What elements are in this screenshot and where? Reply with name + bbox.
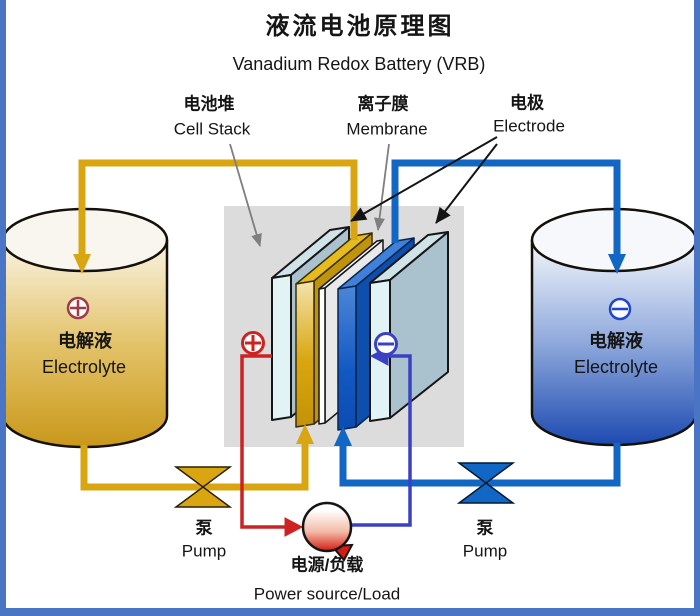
pump-valve-left-icon bbox=[173, 466, 233, 508]
frame-border-left bbox=[0, 0, 6, 616]
end-plate-right bbox=[369, 231, 449, 422]
pipe-negative-loop bbox=[334, 159, 626, 487]
wire-arrow-into-power bbox=[284, 517, 304, 537]
minus-terminal-stack-icon bbox=[374, 332, 398, 356]
cell-stack-label-en: Cell Stack bbox=[173, 119, 251, 139]
pipe-arrow-into-negative-tank bbox=[608, 254, 626, 274]
tank-negative-label-zh: 电解液 bbox=[589, 331, 643, 351]
power-source-label-zh: 电源/负载 bbox=[290, 555, 364, 575]
tank-negative-label-en: Electrolyte bbox=[573, 357, 659, 377]
power-source-label-en: Power source/Load bbox=[253, 584, 401, 604]
wire-negative bbox=[352, 332, 412, 527]
frame-border-bottom bbox=[0, 608, 700, 616]
pump-left-label-en: Pump bbox=[181, 541, 227, 561]
tank-positive-label-zh: 电解液 bbox=[58, 331, 112, 351]
tank-positive-label-en: Electrolyte bbox=[41, 357, 127, 377]
wire-positive bbox=[240, 331, 304, 537]
membrane-label-en: Membrane bbox=[346, 119, 428, 139]
plus-terminal-stack-icon bbox=[241, 331, 265, 355]
pipe-arrow-into-stack-negative bbox=[334, 426, 352, 446]
pipe-arrow-into-stack-positive bbox=[296, 424, 314, 444]
pump-left-label-zh: 泵 bbox=[195, 518, 213, 538]
power-source-icon bbox=[301, 501, 354, 562]
minus-terminal-tank-icon bbox=[608, 297, 632, 321]
electrode-label-en: Electrode bbox=[493, 116, 565, 136]
frame-border-right bbox=[694, 0, 700, 616]
electrode-label-zh: 电极 bbox=[510, 93, 544, 113]
pipe-positive-loop bbox=[73, 159, 358, 491]
cell-stack-label-zh: 电池堆 bbox=[183, 94, 235, 114]
membrane-arrow bbox=[374, 143, 390, 231]
cell-stack-arrow bbox=[229, 143, 262, 247]
plus-terminal-tank-icon bbox=[66, 296, 90, 320]
membrane-label-zh: 离子膜 bbox=[357, 94, 409, 114]
page-subtitle: Vanadium Redox Battery (VRB) bbox=[232, 54, 486, 74]
pump-right-label-en: Pump bbox=[462, 541, 508, 561]
pipe-arrow-into-positive-tank bbox=[73, 254, 91, 274]
pump-right-label-zh: 泵 bbox=[476, 518, 494, 538]
electrode-arrow-left bbox=[350, 136, 498, 222]
callout-arrows bbox=[229, 136, 498, 247]
pump-valve-right-icon bbox=[456, 462, 516, 504]
cell-stack bbox=[271, 226, 449, 431]
electrode-arrow-right bbox=[435, 143, 498, 224]
page-title: 液流电池原理图 bbox=[265, 13, 455, 40]
